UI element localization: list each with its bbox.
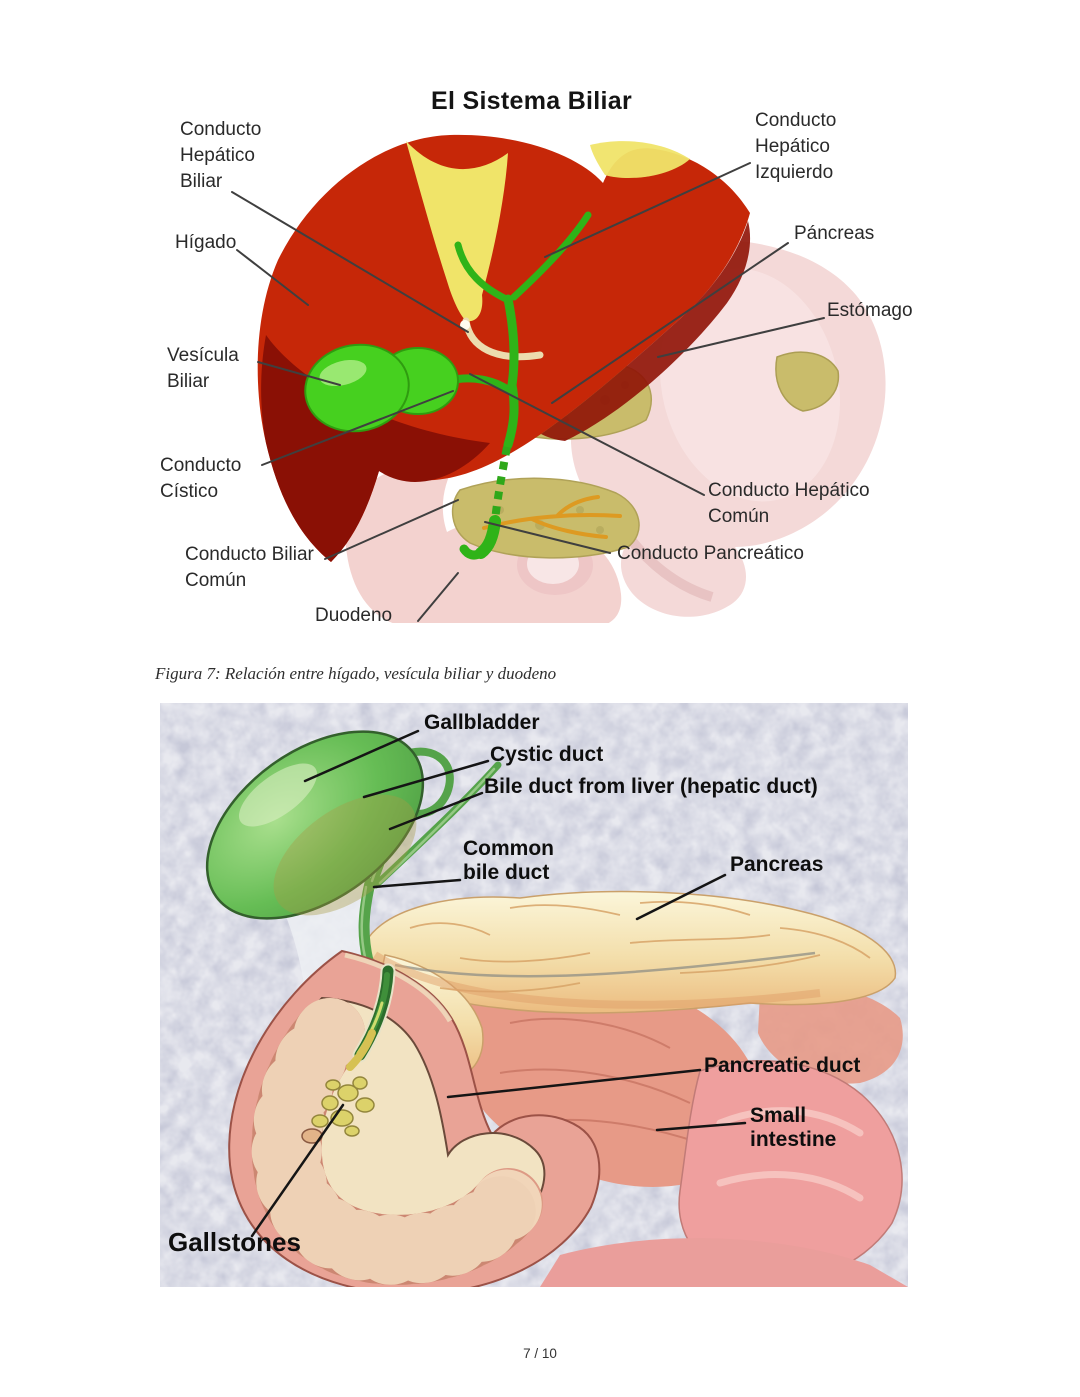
label-pancreas-es: Páncreas	[794, 223, 875, 244]
figure1-biliary-system-diagram: El Sistema Biliar Conducto Hepático Bili…	[150, 85, 920, 623]
label-estomago: Estómago	[827, 300, 913, 321]
intestine-folds-right	[758, 986, 903, 1084]
pancreas-bottom-shade	[372, 951, 821, 1009]
label-conducto-cistico: Conducto Cístico	[160, 455, 242, 502]
duodenum-flap-edge	[344, 952, 453, 1023]
label-higado: Hígado	[175, 232, 237, 253]
label-bile-duct-from-liver: Bile duct from liver (hepatic duct)	[484, 775, 818, 798]
liver-right-lobe-shade	[541, 221, 751, 441]
figure1-illustration	[231, 134, 886, 623]
figure2-illustration	[160, 703, 908, 1287]
bile-duct-hook	[459, 544, 486, 560]
figure2-gallstones-diagram: Gallbladder Cystic duct Bile duct from l…	[160, 703, 908, 1287]
gallbladder-olive-tint	[273, 794, 417, 916]
falciform-ligament-shape	[406, 141, 508, 322]
label-conducto-hepatico-izquierdo: Conducto Hepático Izquierdo	[755, 110, 837, 183]
pancreas-lobule-texture	[409, 900, 871, 993]
pancreas-duct-line	[394, 951, 816, 978]
label-common-bile-duct: Common bile duct	[463, 837, 554, 884]
figure1-caption: Figura 7: Relación entre hígado, vesícul…	[155, 664, 557, 683]
gallstones-cluster	[311, 1076, 375, 1137]
label-conducto-hepatico-biliar: Conducto Hepático Biliar	[180, 119, 262, 192]
label-gallstones: Gallstones	[168, 1227, 301, 1257]
label-conducto-pancreatico: Conducto Pancreático	[617, 543, 804, 564]
label-duodeno: Duodeno	[315, 605, 393, 623]
ligament-highlight	[460, 320, 470, 330]
small-intestine-lower-band	[540, 1238, 908, 1287]
duodenum-mucosa-band	[251, 998, 543, 1285]
page-indicator: 7 / 10	[523, 1346, 557, 1361]
ligament-right-patch	[590, 141, 690, 179]
label-vesicula-biliar: Vesícula Biliar	[167, 345, 239, 392]
pancreatic-duct-yellow	[346, 1029, 376, 1071]
gallbladder-shape	[205, 730, 425, 920]
label-conducto-biliar-comun: Conducto Biliar Común	[185, 544, 314, 591]
label-pancreatic-duct: Pancreatic duct	[704, 1054, 861, 1077]
figure1-leader-lines	[231, 162, 825, 622]
pancreas-shape	[364, 890, 897, 1014]
figure1-title: El Sistema Biliar	[431, 87, 633, 115]
small-intestine-highlights	[716, 1107, 864, 1202]
pancreas-tail-shape	[775, 351, 840, 412]
gallbladder-highlight	[319, 359, 367, 387]
label-pancreas-en: Pancreas	[730, 853, 824, 876]
gallbladder-sheen	[238, 763, 318, 827]
label-small-intestine: Small intestine	[750, 1104, 837, 1151]
figure2-leader-lines	[250, 729, 747, 1238]
label-cystic-duct: Cystic duct	[490, 743, 604, 766]
label-gallbladder: Gallbladder	[424, 711, 540, 734]
label-conducto-hepatico-comun: Conducto Hepático Común	[708, 480, 870, 527]
